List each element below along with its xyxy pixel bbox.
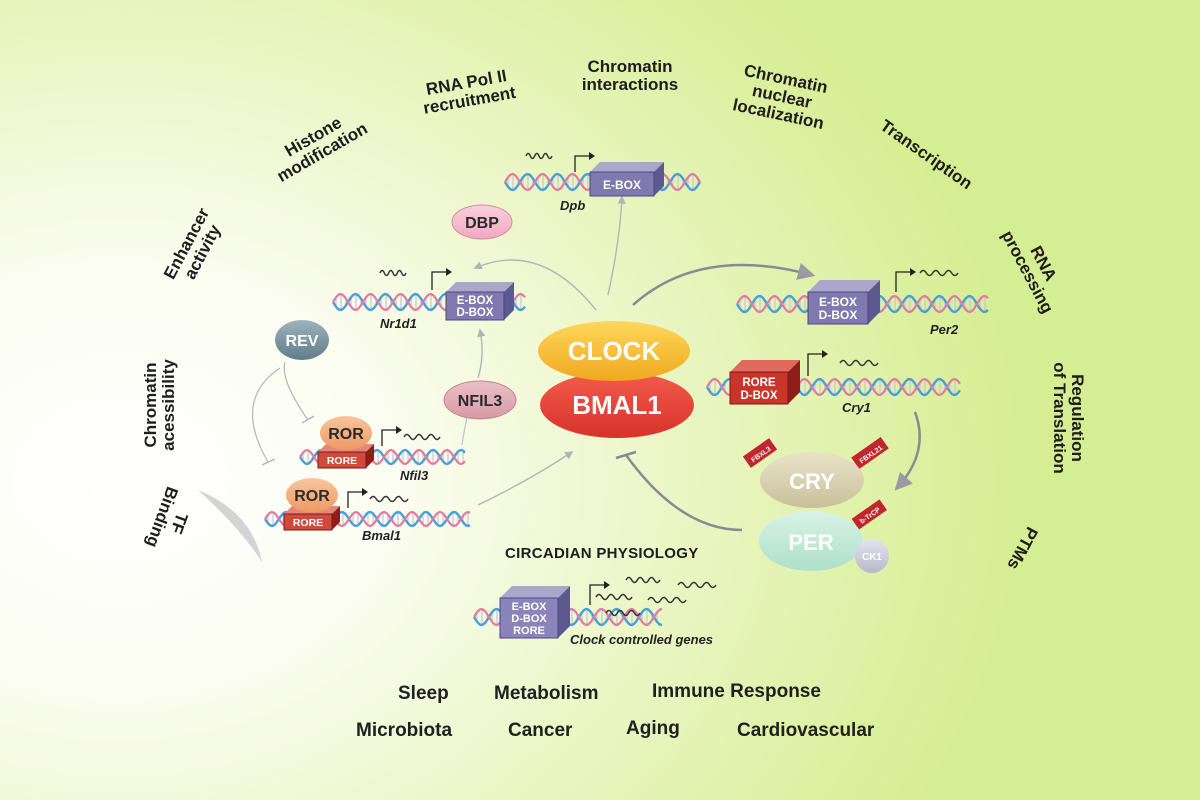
promoter-arrowhead: [589, 152, 595, 160]
ror-factor-nfil3: ROR: [320, 416, 372, 450]
circadian-physiology-title: CIRCADIAN PHYSIOLOGY: [505, 545, 699, 562]
physiology-item-metabolism: Metabolism: [494, 683, 599, 704]
svg-text:E-BOX: E-BOX: [512, 601, 548, 613]
promoter-arrowhead: [446, 268, 452, 276]
svg-text:RORE: RORE: [293, 517, 323, 529]
tf-binding-swoosh: [198, 490, 262, 562]
ring-label-chromatin-interactions: Chromatin interactions: [581, 57, 679, 94]
gene-label-nr1d1: Nr1d1: [380, 316, 417, 331]
svg-text:RORE: RORE: [513, 625, 545, 637]
physiology-item-microbiota: Microbiota: [356, 720, 453, 741]
svg-text:BMAL1: BMAL1: [572, 390, 662, 420]
physiology-item-cancer: Cancer: [508, 720, 573, 741]
physiology-item-cardiovascular: Cardiovascular: [737, 720, 875, 741]
physiology-item-sleep: Sleep: [398, 683, 449, 704]
promoter-arrowhead: [822, 350, 828, 358]
cry-protein: CRY: [760, 452, 864, 508]
promoter-arrow: [381, 429, 396, 446]
ck1-kinase: CK1: [855, 539, 889, 573]
per-protein: PER: [759, 511, 863, 571]
mrna-squiggle: [647, 596, 687, 604]
promoter-arrowhead: [362, 488, 368, 496]
promoter-arrow: [895, 271, 910, 292]
svg-text:D-BOX: D-BOX: [819, 308, 858, 322]
clock-protein: CLOCK: [538, 321, 690, 381]
mrna-squiggle: [595, 593, 633, 601]
fbxl21-tag: FBXL21: [851, 436, 889, 470]
box-ccg-ebox-dbox-rore: E-BOX D-BOX RORE: [499, 586, 570, 639]
rev-factor: REV: [275, 320, 329, 360]
svg-text:REV: REV: [286, 333, 319, 350]
svg-text:DBP: DBP: [465, 215, 499, 232]
mrna-squiggle: [403, 433, 441, 441]
svg-text:CK1: CK1: [862, 552, 882, 563]
mrna-squiggle: [605, 609, 641, 617]
gene-label-nfil3: Nfil3: [400, 468, 429, 483]
box-cry1-rore-dbox: RORE D-BOX: [729, 360, 800, 405]
ring-label-chromatin-accessibility: Chromatin acessibility: [141, 359, 178, 451]
box-dpb-ebox: E-BOX: [589, 162, 664, 197]
mrna-squiggle: [379, 269, 407, 277]
mrna-squiggles: [347, 152, 959, 617]
promoter-arrowhead: [604, 581, 610, 589]
gene-label-dpb: Dpb: [560, 198, 585, 213]
mrna-squiggle: [919, 269, 959, 277]
gene-label-cry1: Cry1: [842, 400, 871, 415]
promoter-arrow: [347, 491, 362, 508]
gene-label-bmal1: Bmal1: [362, 528, 401, 543]
gene-label-per2: Per2: [930, 322, 959, 337]
gene-label-clock-controlled-genes: Clock controlled genes: [570, 632, 713, 647]
bmal1-protein: BMAL1: [540, 372, 694, 438]
connector-arrows: [252, 195, 921, 532]
mrna-squiggle: [525, 152, 553, 160]
btrcp-tag: b-TrCP: [851, 499, 887, 530]
svg-text:D-BOX: D-BOX: [511, 613, 547, 625]
physiology-item-aging: Aging: [626, 718, 680, 739]
promoter-arrow: [589, 584, 604, 605]
svg-text:ROR: ROR: [328, 426, 364, 443]
mrna-squiggle: [839, 359, 879, 367]
nfil3-factor: NFIL3: [443, 380, 517, 420]
svg-text:D-BOX: D-BOX: [456, 307, 493, 319]
svg-text:E-BOX: E-BOX: [819, 295, 857, 309]
promoter-arrow: [807, 353, 822, 376]
box-nr1d1-ebox-dbox: E-BOX D-BOX: [445, 282, 514, 321]
promoter-arrowhead: [910, 268, 916, 276]
svg-text:RORE: RORE: [742, 377, 776, 389]
promoter-arrowhead: [396, 426, 402, 434]
promoter-arrow: [431, 271, 446, 290]
svg-text:PER: PER: [788, 530, 833, 555]
mrna-squiggle: [625, 576, 661, 584]
mrna-squiggle: [369, 495, 409, 503]
svg-text:RORE: RORE: [327, 455, 357, 467]
ror-factor-bmal1: ROR: [286, 478, 338, 512]
ring-label-regulation-of-translation: Regulation of Translation: [1050, 362, 1087, 474]
mrna-squiggle: [677, 581, 717, 589]
box-per2-ebox-dbox: E-BOX D-BOX: [807, 280, 880, 325]
promoter-arrow: [574, 155, 589, 172]
svg-text:D-BOX: D-BOX: [740, 390, 777, 402]
svg-text:NFIL3: NFIL3: [458, 393, 503, 410]
svg-text:CLOCK: CLOCK: [568, 336, 661, 366]
dbp-factor: DBP: [451, 204, 513, 240]
svg-text:ROR: ROR: [294, 488, 330, 505]
box-label: E-BOX: [603, 178, 641, 192]
svg-text:CRY: CRY: [789, 469, 835, 494]
svg-text:E-BOX: E-BOX: [457, 295, 494, 307]
physiology-item-immune-response: Immune Response: [652, 681, 821, 702]
